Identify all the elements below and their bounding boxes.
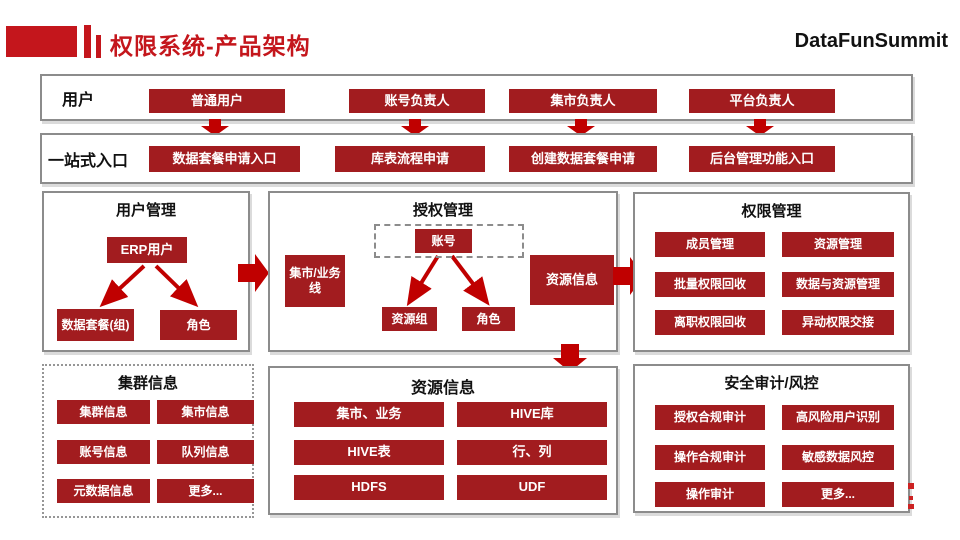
panel-auth-management-title: 授权管理: [412, 202, 473, 219]
brand-logo-text: DataFunSummit: [794, 30, 948, 52]
node-metadata-info: 元数据信息: [57, 479, 150, 503]
node-account: 账号: [415, 229, 472, 253]
entry-row-box: 一站式入口 数据套餐申请入口 库表流程申请 创建数据套餐申请 后台管理功能入口: [40, 133, 913, 184]
node-data-package-group: 数据套餐(组): [57, 309, 134, 341]
header-accent-rect: [6, 26, 77, 57]
node-cluster-more: 更多...: [157, 479, 254, 503]
node-cluster-info: 集群信息: [57, 400, 150, 424]
header-accent-bar-2: [96, 35, 101, 58]
node-market-owner: 集市负责人: [509, 89, 657, 113]
node-auth-role: 角色: [462, 307, 515, 331]
node-market-business-line: 集市/业务线: [285, 255, 345, 307]
panel-auth-management: 授权管理 账号 集市/业务线 资源信息 资源组 角色: [268, 191, 618, 352]
panel-security-audit: 安全审计/风控 授权合规审计 高风险用户识别 操作合规审计 敏感数据风控 操作审…: [633, 364, 910, 513]
node-udf: UDF: [457, 475, 607, 500]
panel-cluster-info: 集群信息 集群信息 集市信息 账号信息 队列信息 元数据信息 更多...: [42, 364, 254, 518]
node-data-resource-mgmt: 数据与资源管理: [782, 272, 894, 297]
panel-permission-management-title: 权限管理: [741, 203, 802, 220]
flow-arrow-down-icon: [201, 119, 229, 136]
node-queue-info: 队列信息: [157, 440, 254, 464]
flow-arrow-right-icon: [238, 254, 269, 292]
node-data-package-apply-entry: 数据套餐申请入口: [149, 146, 300, 172]
node-create-data-package-apply: 创建数据套餐申请: [509, 146, 657, 172]
node-sensitive-data-risk: 敏感数据风控: [782, 445, 894, 470]
node-admin-entry: 后台管理功能入口: [689, 146, 835, 172]
panel-cluster-info-title: 集群信息: [117, 375, 178, 392]
node-resource-group: 资源组: [382, 307, 437, 331]
user-row-label: 用户: [62, 91, 95, 109]
watermark-fragment: [909, 496, 913, 500]
flow-arrow-down-icon: [567, 119, 595, 136]
page-title: 权限系统-产品架构: [110, 33, 311, 59]
watermark-fragment: [908, 483, 914, 489]
flow-arrow-down-big-icon: [553, 344, 587, 372]
node-auth-compliance-audit: 授权合规审计: [655, 405, 765, 430]
node-platform-owner: 平台负责人: [689, 89, 835, 113]
panel-user-management: 用户管理 ERP用户 数据套餐(组) 角色: [42, 191, 250, 352]
account-dashed-container: [374, 224, 524, 258]
node-transfer-perm-handover: 异动权限交接: [782, 310, 894, 335]
node-erp-user: ERP用户: [107, 237, 187, 263]
node-resource-info: 资源信息: [530, 255, 614, 305]
panel-resource-info: 资源信息 集市、业务 HIVE库 HIVE表 行、列 HDFS UDF: [268, 366, 618, 515]
node-resign-perm-recycle: 离职权限回收: [655, 310, 765, 335]
node-hive-table: HIVE表: [294, 440, 444, 465]
node-row-column: 行、列: [457, 440, 607, 465]
node-resource-mgmt: 资源管理: [782, 232, 894, 257]
node-market-info: 集市信息: [157, 400, 254, 424]
node-table-flow-apply: 库表流程申请: [335, 146, 485, 172]
node-hive-db: HIVE库: [457, 402, 607, 427]
node-market-business: 集市、业务: [294, 402, 444, 427]
node-audit-more: 更多...: [782, 482, 894, 507]
flow-arrow-down-icon: [746, 119, 774, 136]
flow-arrow-down-icon: [401, 119, 429, 136]
node-high-risk-user-detect: 高风险用户识别: [782, 405, 894, 430]
user-row-box: 用户 普通用户 账号负责人 集市负责人 平台负责人: [40, 74, 913, 121]
node-account-info: 账号信息: [57, 440, 150, 464]
node-hdfs: HDFS: [294, 475, 444, 500]
node-normal-user: 普通用户: [149, 89, 285, 113]
node-member-mgmt: 成员管理: [655, 232, 765, 257]
panel-permission-management: 权限管理 成员管理 资源管理 批量权限回收 数据与资源管理 离职权限回收 异动权…: [633, 192, 910, 352]
entry-row-label: 一站式入口: [48, 152, 129, 170]
node-op-compliance-audit: 操作合规审计: [655, 445, 765, 470]
node-role: 角色: [160, 310, 237, 340]
header-accent-bar-1: [84, 25, 91, 58]
node-batch-perm-recycle: 批量权限回收: [655, 272, 765, 297]
panel-user-management-title: 用户管理: [115, 202, 176, 219]
node-account-owner: 账号负责人: [349, 89, 485, 113]
watermark-fragment: [908, 504, 914, 509]
panel-security-audit-title: 安全审计/风控: [724, 375, 819, 392]
node-op-audit: 操作审计: [655, 482, 765, 507]
panel-resource-info-title: 资源信息: [410, 380, 475, 397]
